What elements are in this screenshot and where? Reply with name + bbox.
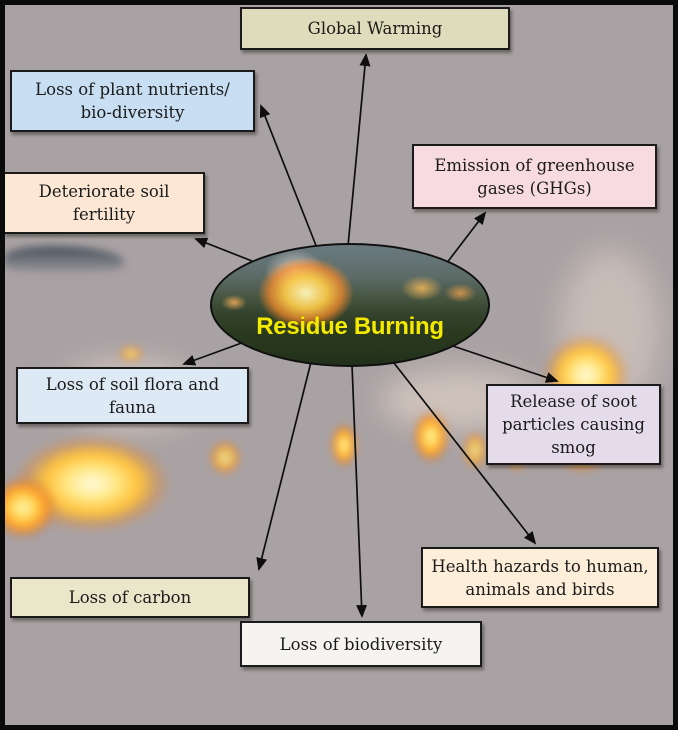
box-ghg-emission: Emission of greenhouse gases (GHGs): [412, 144, 657, 209]
arrow-to-ghg-emission: [445, 211, 487, 265]
box-label: Loss of soil flora and: [45, 374, 220, 394]
box-label: Deteriorate soil: [38, 182, 170, 201]
box-soil-flora: Loss of soil flora and fauna: [16, 367, 249, 424]
arrow-to-health-hazards: [393, 362, 537, 545]
box-label: gases (GHGs): [477, 178, 592, 198]
box-label: fertility: [72, 205, 136, 224]
box-label: Global Warming: [307, 19, 443, 38]
arrow-to-plant-nutrients: [259, 104, 318, 249]
box-health-hazards: Health hazards to human, animals and bir…: [421, 547, 659, 608]
box-biodiversity-loss: Loss of biodiversity: [240, 621, 482, 667]
box-soot-smog: Release of soot particles causing smog: [486, 384, 661, 465]
box-label: Emission of greenhouse: [434, 155, 635, 175]
arrow-to-carbon-loss: [256, 361, 312, 571]
box-label: smog: [551, 438, 596, 457]
box-carbon-loss: Loss of carbon: [10, 577, 250, 618]
arrow-to-global-warming: [347, 53, 371, 247]
center-node-residue-burning: Residue Burning: [210, 243, 490, 367]
flame: [412, 392, 450, 464]
flame: [118, 340, 144, 362]
flame: [208, 428, 242, 476]
box-soil-fertility: Deteriorate soil fertility: [3, 172, 205, 234]
box-label: Loss of carbon: [68, 588, 192, 607]
box-label: particles causing: [502, 415, 645, 434]
box-label: Loss of plant nutrients/: [35, 80, 230, 99]
box-plant-nutrients: Loss of plant nutrients/ bio-diversity: [10, 70, 255, 132]
arrow-to-soil-fertility: [194, 237, 253, 262]
box-label: Release of soot: [510, 392, 637, 411]
box-label: Health hazards to human,: [431, 556, 649, 576]
arrow-to-soil-flora: [182, 340, 248, 366]
box-label: bio-diversity: [80, 103, 185, 122]
box-global-warming: Global Warming: [240, 7, 510, 50]
center-node-label: Residue Burning: [256, 313, 444, 341]
arrow-to-soot-smog: [446, 343, 559, 383]
treeline-silhouette: [4, 246, 124, 272]
box-label: animals and birds: [465, 579, 615, 599]
box-label: Loss of biodiversity: [279, 634, 443, 654]
box-label: fauna: [108, 397, 157, 417]
arrow-to-biodiversity-loss: [351, 364, 368, 618]
flame: [462, 418, 488, 470]
